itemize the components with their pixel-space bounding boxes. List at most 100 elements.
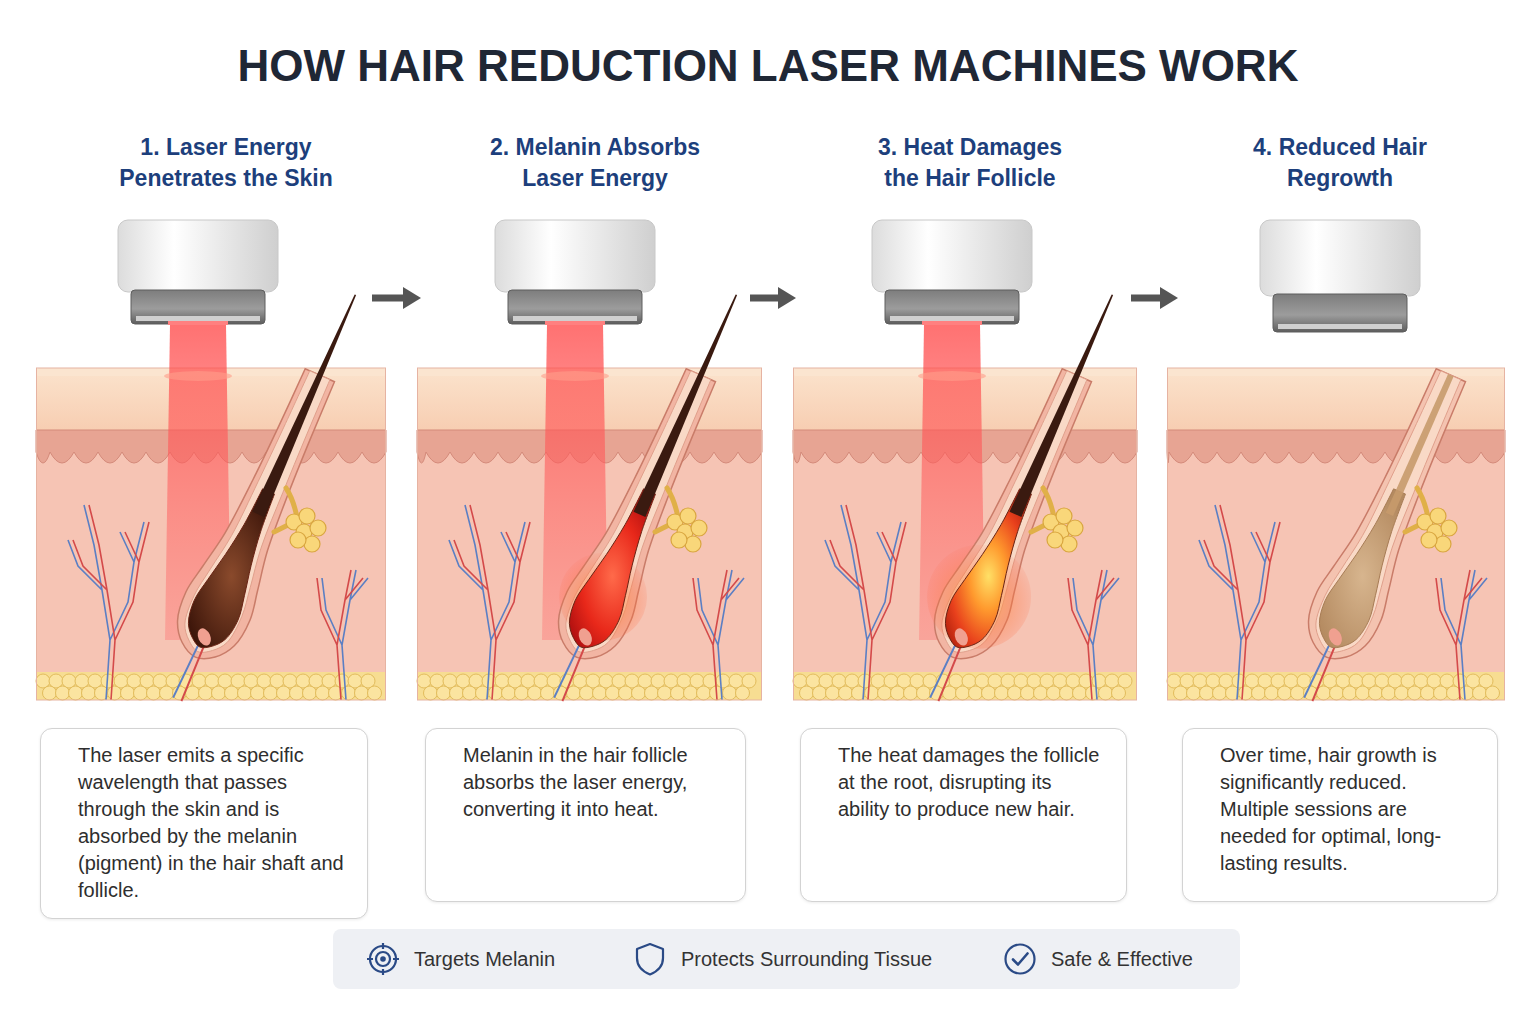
fat-cell (147, 686, 161, 700)
fat-cell (43, 686, 57, 700)
handpiece-band (136, 316, 260, 321)
fat-cell (1278, 686, 1292, 700)
fat-cell (1174, 686, 1188, 700)
icon-dot (380, 956, 386, 962)
artery (1204, 505, 1280, 700)
fat-cell (463, 686, 477, 700)
fat-cell (1395, 686, 1409, 700)
feature-bar: Targets MelaninProtects Surrounding Tiss… (333, 929, 1240, 989)
artery (317, 570, 363, 700)
hair-shaft (1009, 294, 1113, 517)
hair-follicle (554, 294, 737, 701)
vein (322, 570, 368, 700)
fat-cell (606, 686, 620, 700)
handpiece-band (1278, 324, 1402, 329)
fat-cell (134, 686, 148, 700)
feature-icon (1003, 942, 1037, 976)
description-text: Melanin in the hair follicle absorbs the… (463, 742, 727, 823)
dermal-papilla (576, 626, 594, 647)
vein (1441, 570, 1487, 700)
gland-lobe (671, 532, 687, 548)
fat-cell (264, 686, 278, 700)
fat-cell (1382, 686, 1396, 700)
gland-lobe (290, 532, 306, 548)
blood-vessels (693, 570, 744, 700)
fat-cell (1473, 686, 1487, 700)
arrowhead (778, 287, 796, 309)
laser-handpiece (1260, 220, 1420, 332)
step-heading: 4. Reduced Hair Regrowth (1233, 132, 1448, 194)
feature-icon (633, 942, 667, 976)
fat-cell (528, 686, 542, 700)
sebaceous-gland (274, 488, 326, 552)
fat-cell (736, 686, 750, 700)
fat-layer (417, 672, 762, 700)
flow-arrow (372, 295, 407, 302)
fat-cell (225, 686, 239, 700)
outer-sheath (559, 369, 716, 659)
description-text: The heat damages the follicle at the roo… (838, 742, 1108, 823)
laser-handpiece (118, 220, 278, 325)
fat-cells (793, 674, 1132, 700)
fat-cell (956, 686, 970, 700)
fat-cell (1486, 686, 1500, 700)
feature-text: Safe & Effective (1051, 948, 1193, 971)
fat-cell (277, 686, 291, 700)
fat-cell (969, 686, 983, 700)
fat-cell (1239, 686, 1253, 700)
fat-cell (541, 686, 555, 700)
outer-sheath (1309, 369, 1466, 659)
fat-cell (800, 686, 814, 700)
skin-outline (1168, 368, 1505, 700)
gland-lobe (310, 520, 326, 536)
hair-shaft (252, 294, 356, 517)
laser-handpiece (872, 220, 1032, 325)
fat-cell (450, 686, 464, 700)
laser-aperture (545, 321, 605, 325)
fat-cell (619, 686, 633, 700)
artery (454, 505, 530, 700)
fat-cell (1200, 686, 1214, 700)
fat-cell (1008, 686, 1022, 700)
fat-cell (121, 686, 135, 700)
sebaceous-gland (1405, 488, 1457, 552)
handpiece-band (513, 316, 637, 321)
fat-cell (1330, 686, 1344, 700)
fat-cell (1408, 686, 1422, 700)
fat-cell (69, 686, 83, 700)
fat-cell (342, 686, 356, 700)
artery (830, 505, 906, 700)
fat-cell (108, 686, 122, 700)
blood-vessels (449, 505, 530, 700)
fat-cell (1073, 686, 1087, 700)
fat-cell (865, 686, 879, 700)
fat-cell (1187, 686, 1201, 700)
fat-cell (1356, 686, 1370, 700)
fat-cell (1213, 686, 1227, 700)
fat-cell (199, 686, 213, 700)
gland-lobe (1067, 520, 1083, 536)
fat-cell (1421, 686, 1435, 700)
fat-cell (697, 686, 711, 700)
icon-ring (370, 946, 396, 972)
fat-cell (160, 686, 174, 700)
artery (1436, 570, 1482, 700)
artery (693, 570, 739, 700)
description-box: The laser emits a specific wavelength th… (40, 728, 368, 919)
fat-cell (56, 686, 70, 700)
laser-handpiece (495, 220, 655, 325)
flow-arrow (750, 295, 782, 302)
fat-cell (1047, 686, 1061, 700)
step-heading: 2. Melanin Absorbs Laser Energy (470, 132, 720, 194)
feature-icon (366, 942, 400, 976)
fat-cell (424, 686, 438, 700)
skin-panel (417, 220, 762, 701)
fat-cell (238, 686, 252, 700)
fat-cell (904, 686, 918, 700)
fat-cell (1369, 686, 1383, 700)
feature-text: Targets Melanin (414, 948, 555, 971)
fat-cells (417, 674, 756, 700)
blood-vessels (825, 505, 906, 700)
step-panel: 1. Laser Energy Penetrates the SkinThe l… (40, 130, 368, 919)
handpiece-ring (1273, 294, 1407, 332)
